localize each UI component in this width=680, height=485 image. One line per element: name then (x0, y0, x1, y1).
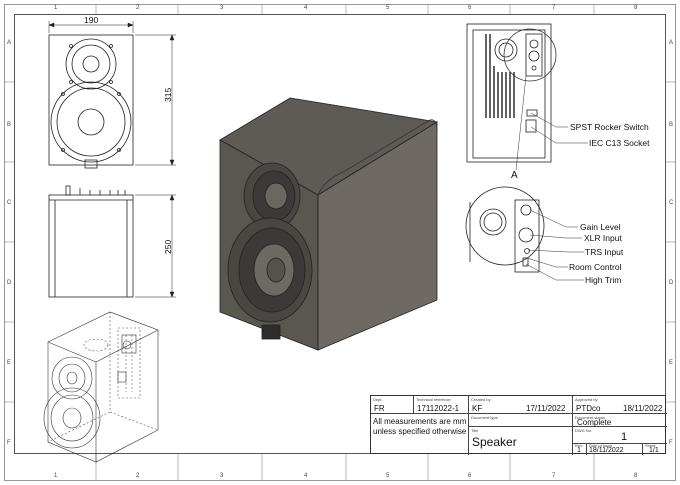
tb-doc-type-caption: Document type (471, 415, 498, 420)
callout-xlr-input: XLR Input (584, 233, 622, 243)
tb-doc-status: Complete (577, 418, 612, 427)
zone-col-8-bottom: 8 (634, 473, 638, 479)
tb-doc-status-cell: Document status Complete (573, 414, 667, 427)
zone-row-b-right: B (669, 122, 674, 128)
tb-issue-cell: Date of issue 18/11/2022 (587, 443, 643, 455)
tb-created-date: 17/11/2022 (526, 404, 566, 413)
tb-title-cell: Title Speaker (469, 427, 573, 455)
zone-col-6: 6 (468, 5, 472, 11)
tb-created-cell: Created by KF 17/11/2022 (469, 396, 573, 414)
speaker-iso-render (219, 97, 439, 351)
callout-iec-c13-socket: IEC C13 Socket (589, 138, 650, 148)
detail-letter-a: A (511, 170, 518, 181)
tb-approved-cell: Approved by PTDco 18/11/2022 (573, 396, 667, 414)
callout-room-control: Room Control (569, 262, 622, 272)
callout-spst-rocker-switch: SPST Rocker Switch (570, 122, 649, 132)
tb-dept-cell: Dept. FR (371, 396, 414, 414)
tb-sheet: 1/1 (649, 447, 659, 454)
drawing-frame (14, 14, 666, 454)
tb-approved-by: PTDco (576, 404, 601, 413)
zone-row-a: A (7, 40, 12, 46)
tb-dwg-caption: DWG No. (575, 428, 593, 433)
zone-col-8: 8 (634, 5, 638, 11)
tb-dept-caption: Dept. (373, 397, 383, 402)
callout-high-trim: High Trim (585, 275, 622, 285)
front-view (48, 34, 134, 169)
callout-gain-level: Gain Level (580, 222, 621, 232)
tb-created-by: KF (472, 404, 483, 413)
zone-col-1-bottom: 1 (54, 473, 58, 479)
tb-issue-date: 18/11/2022 (589, 447, 624, 454)
zone-col-3: 3 (220, 5, 224, 11)
zone-col-4-bottom: 4 (304, 473, 308, 479)
dim-width: 190 (84, 15, 99, 25)
zone-col-3-bottom: 3 (220, 473, 224, 479)
wireframe-iso-view (43, 311, 159, 463)
rear-view (466, 23, 557, 163)
zone-col-2: 2 (136, 5, 140, 11)
zone-row-f: F (7, 440, 11, 446)
tb-tech-ref-caption: Technical reference (416, 397, 451, 402)
zone-row-e: E (7, 360, 12, 366)
tb-tech-ref-value: 17112022-1 (417, 404, 460, 413)
sheet-outer-border (4, 4, 676, 481)
title-block: Dept. FR Technical reference 17112022-1 … (370, 395, 667, 455)
tb-doc-status-caption: Document status (575, 415, 606, 420)
tb-title: Speaker (472, 435, 517, 449)
detail-leaders (525, 209, 584, 281)
tb-title-caption: Title (471, 428, 479, 433)
tb-approved-date: 18/11/2022 (623, 404, 663, 413)
tb-doc-type-cell: Document type (469, 414, 573, 427)
tb-rev-cell: Rev. 1 (573, 443, 587, 455)
tb-rev: 1 (577, 447, 581, 454)
top-view (48, 185, 134, 298)
top-dimensions (135, 194, 176, 298)
zone-col-7-bottom: 7 (552, 473, 556, 479)
tb-issue-caption: Date of issue (589, 443, 613, 448)
tb-note-cell: All measurements are mm unless specified… (371, 414, 469, 455)
tb-sheet-caption: Sheet (645, 443, 656, 448)
zone-col-5-bottom: 5 (386, 473, 390, 479)
tb-dwg-no: 1 (621, 431, 628, 443)
callout-trs-input: TRS Input (585, 247, 624, 257)
zone-col-6-bottom: 6 (468, 473, 472, 479)
tb-rev-caption: Rev. (575, 443, 583, 448)
tb-dwg-cell: DWG No. 1 (573, 427, 667, 444)
zone-row-c: C (7, 200, 12, 206)
zone-row-e-right: E (669, 360, 674, 366)
tb-note: All measurements are mm unless specified… (373, 417, 467, 436)
zone-row-d-right: D (669, 280, 674, 286)
zone-col-1: 1 (54, 5, 58, 11)
detail-a-view (465, 186, 545, 273)
zone-col-4: 4 (304, 5, 308, 11)
zone-row-f-right: F (669, 440, 673, 446)
zone-row-d: D (7, 280, 12, 286)
zone-col-2-bottom: 2 (136, 473, 140, 479)
zone-row-b: B (7, 122, 12, 128)
zone-ticks (4, 4, 676, 481)
zone-row-a-right: A (669, 40, 674, 46)
front-dimensions (48, 21, 176, 166)
dim-height-front: 315 (163, 87, 173, 102)
zone-col-7: 7 (552, 5, 556, 11)
tb-tech-ref-cell: Technical reference 17112022-1 (414, 396, 469, 414)
zone-row-c-right: C (669, 200, 674, 206)
tb-created-caption: Created by (471, 397, 491, 402)
tb-dept-value: FR (374, 404, 385, 413)
tb-sheet-cell: Sheet 1/1 (643, 443, 667, 455)
tb-approved-caption: Approved by (575, 397, 598, 402)
dim-height-top: 250 (163, 239, 173, 254)
rear-leaders (515, 75, 588, 171)
zone-col-5: 5 (386, 5, 390, 11)
